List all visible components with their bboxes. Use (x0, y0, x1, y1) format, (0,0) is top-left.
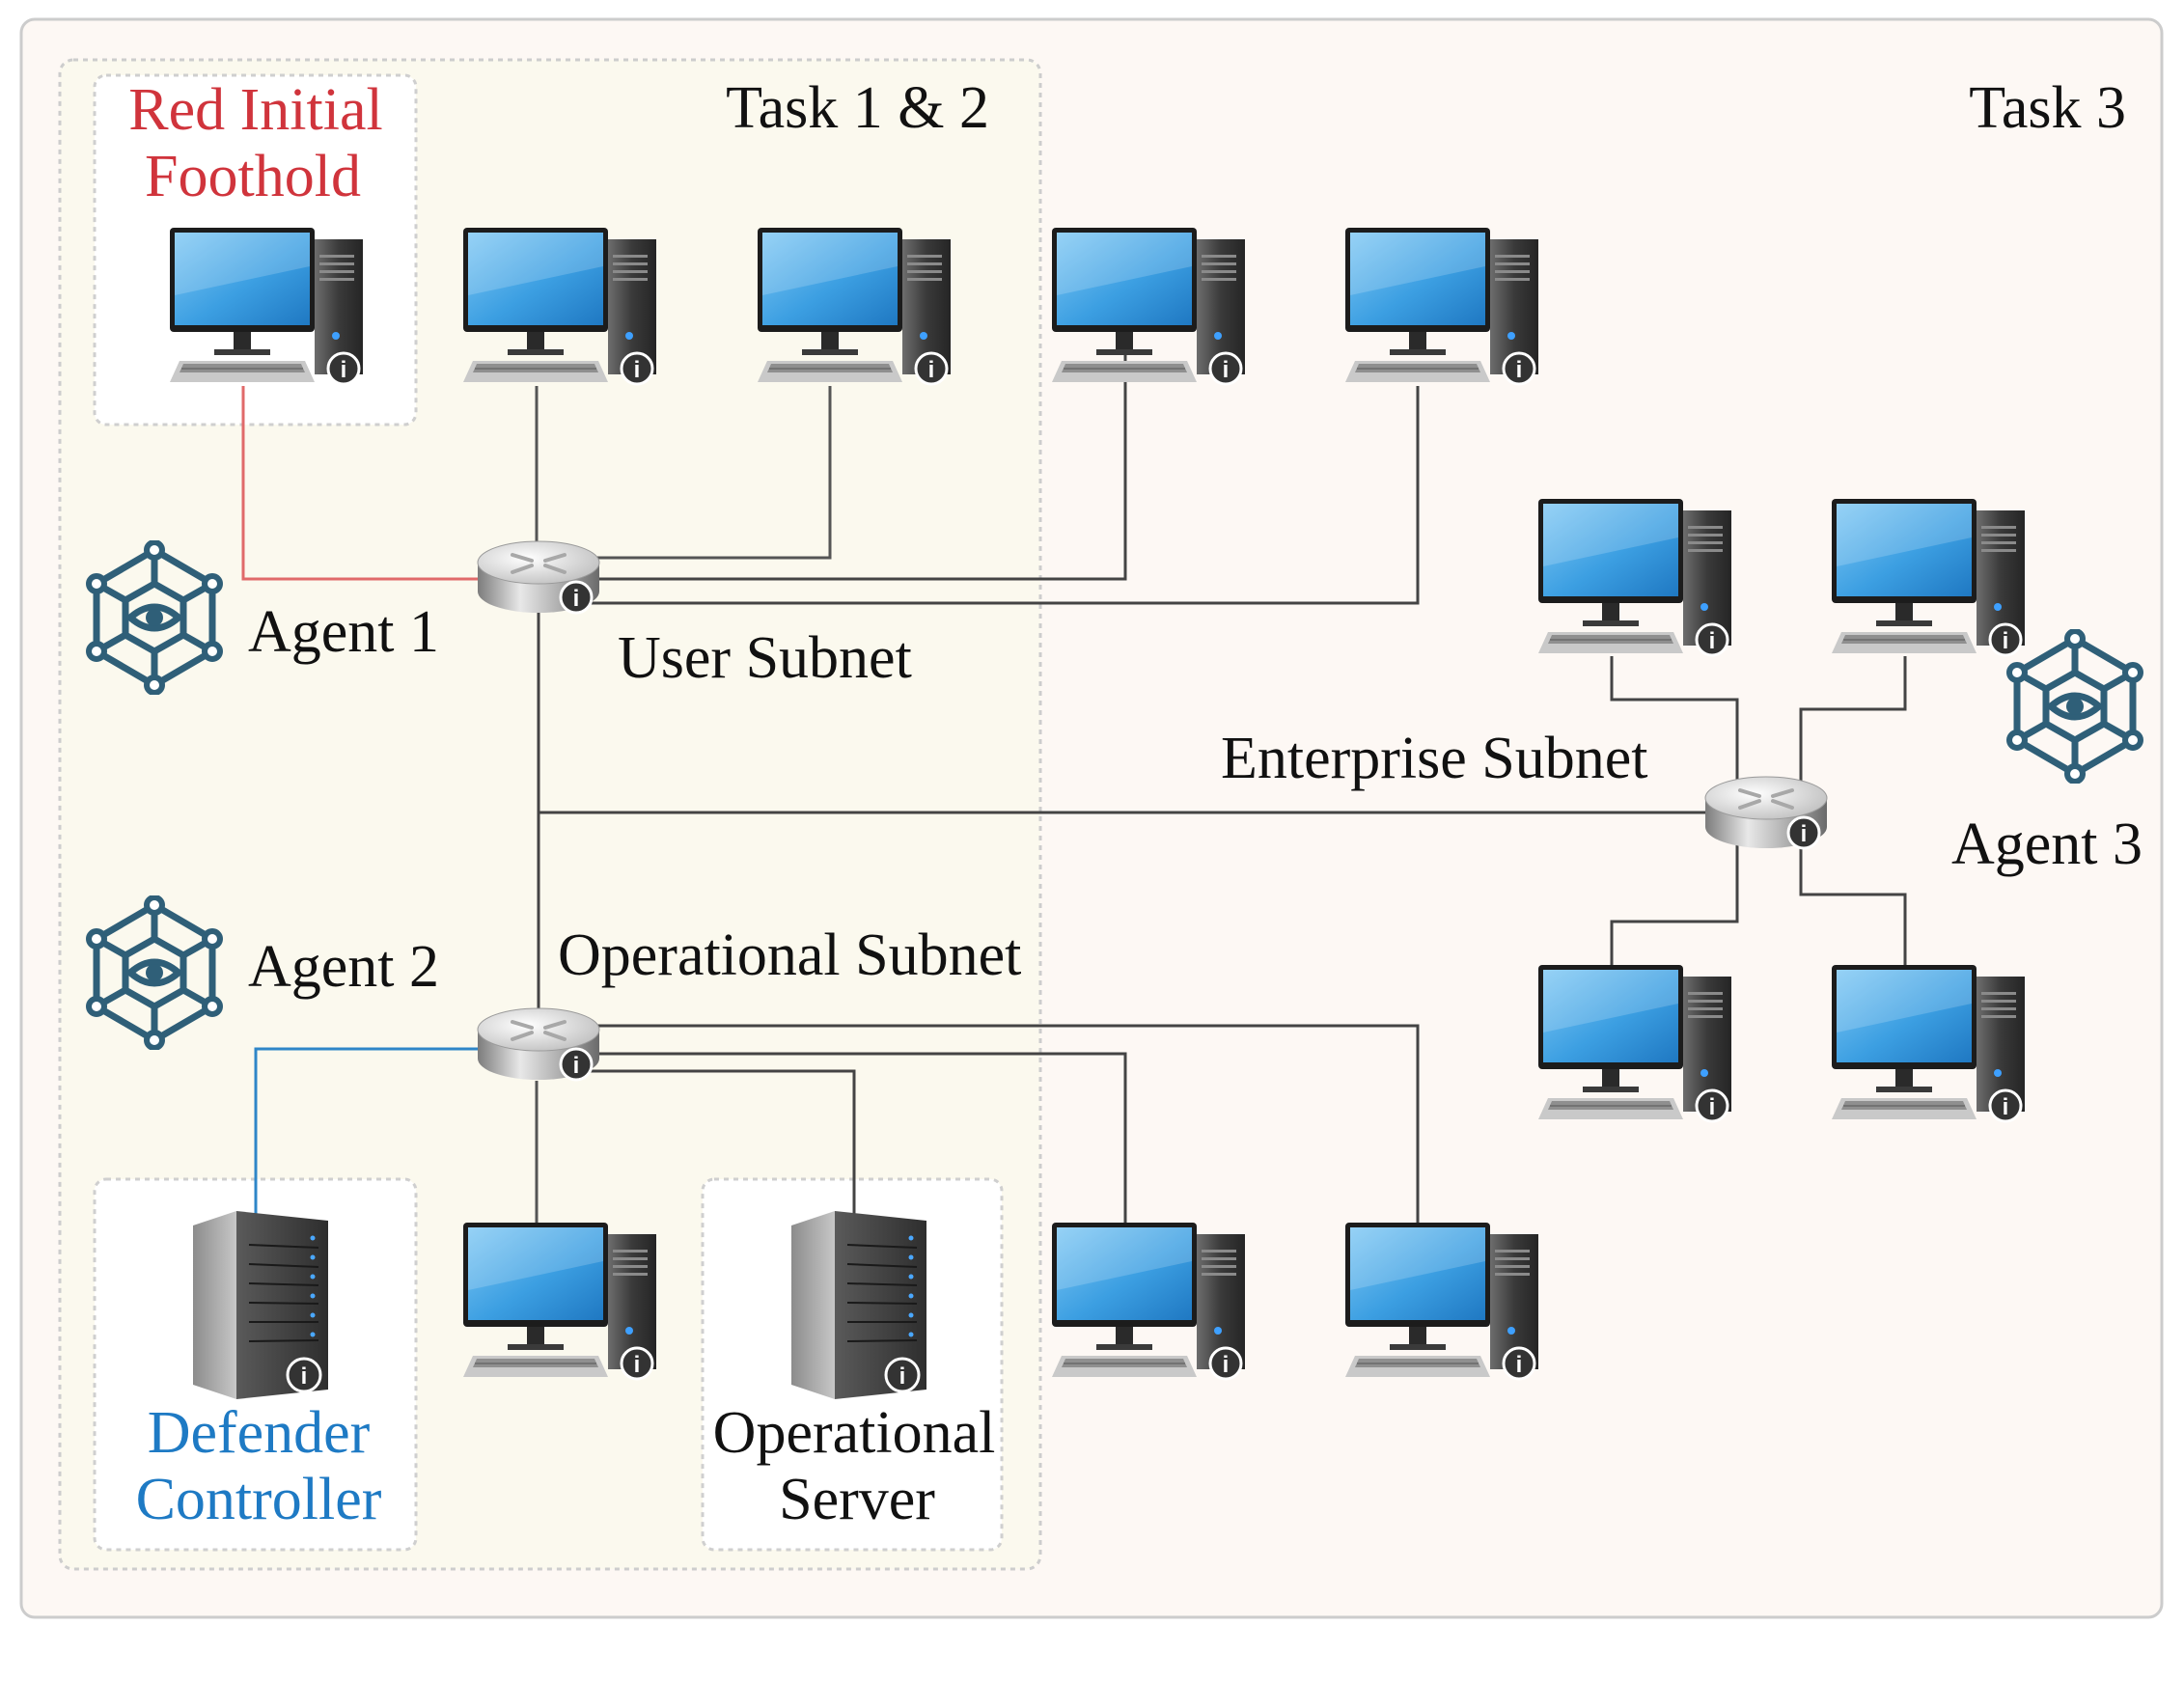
task3-label: Task 3 (1969, 75, 2126, 141)
link-op-server (579, 1069, 856, 1216)
server-icon-operational-server (791, 1211, 926, 1399)
agent1-label: Agent 1 (248, 599, 439, 665)
router-icon-operational (476, 1006, 601, 1082)
network-links (241, 338, 1907, 1230)
link-ent-pc4 (1799, 830, 1907, 965)
link-ent-pc2 (1799, 656, 1907, 812)
link-user-pc3 (579, 386, 832, 560)
op-server-label-line2: Server (779, 1467, 935, 1532)
router-icon-user (476, 539, 601, 615)
operational-subnet-label: Operational Subnet (558, 922, 1021, 988)
link-ent-pc1 (1610, 656, 1739, 812)
link-red-foothold (241, 386, 536, 581)
task12-label: Task 1 & 2 (726, 75, 989, 141)
agent3-label: Agent 3 (1951, 812, 2143, 877)
op-server-label-line1: Operational (713, 1400, 996, 1466)
agent2-label: Agent 2 (248, 934, 439, 1000)
link-defender (254, 1047, 483, 1216)
defender-label-line1: Defender (148, 1400, 371, 1466)
red-foothold-label-line2: Foothold (145, 144, 361, 209)
link-user-pc4 (579, 338, 1127, 581)
link-op-pc5 (579, 1024, 1420, 1230)
link-op-pc4 (579, 1052, 1127, 1230)
link-ent-pc3 (1610, 830, 1739, 965)
defender-label-line2: Controller (136, 1467, 382, 1532)
enterprise-subnet-label: Enterprise Subnet (1221, 726, 1648, 791)
router-icon-enterprise (1703, 775, 1829, 850)
red-foothold-label-line1: Red Initial (128, 77, 382, 143)
server-icon-defender-controller (193, 1211, 328, 1399)
link-user-pc5 (579, 386, 1420, 605)
user-subnet-label: User Subnet (618, 625, 912, 691)
